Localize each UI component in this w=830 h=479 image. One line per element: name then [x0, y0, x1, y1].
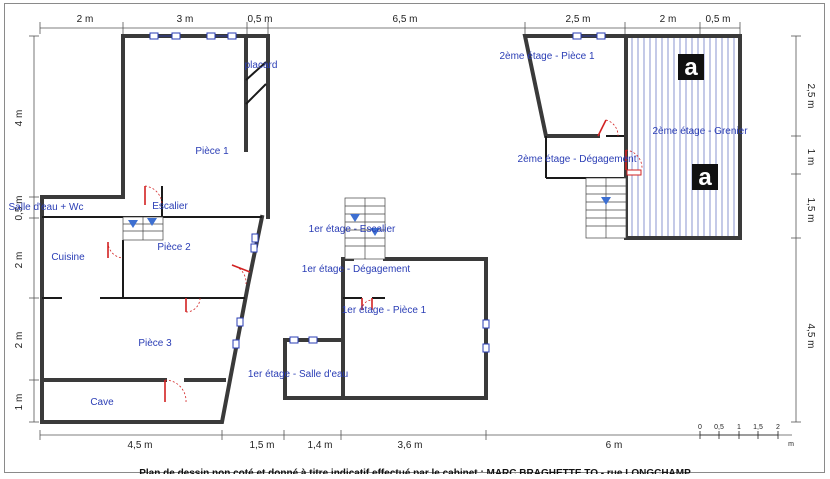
stair-arrow-icon: [147, 218, 157, 226]
bottom-dim-label: 1,4 m: [307, 440, 332, 451]
ground-floor-stairs: [122, 216, 164, 241]
window-icon: [206, 32, 216, 40]
room-label-cave: Cave: [90, 397, 114, 408]
room-label-sdb: Salle d'eau + Wc: [8, 202, 83, 213]
window-icon: [572, 32, 582, 40]
bottom-dim-label: 3,6 m: [397, 440, 422, 451]
stair-arrow-icon: [350, 214, 360, 222]
room-label-e2-piece1: 2ème étage - Pièce 1: [499, 51, 594, 62]
ground-floor-walls: [40, 34, 270, 424]
top-dim-label: 2 m: [77, 14, 94, 25]
scale-label: 1: [737, 424, 741, 431]
top-dim-label: 0,5 m: [247, 14, 272, 25]
window-icon: [232, 339, 240, 349]
left-dim-label: 2 m: [14, 332, 25, 349]
top-dim-label: 0,5 m: [705, 14, 730, 25]
first-floor-walls: [283, 197, 490, 400]
top-dimension-line: 2 m 3 m 0,5 m 6,5 m 2,5 m 2 m 0,5 m: [39, 14, 741, 34]
window-icon: [250, 243, 258, 253]
room-label-e2-grenier: 2ème étage - Grenier: [652, 126, 748, 137]
room-label-piece2: Pièce 2: [157, 242, 191, 253]
marker-letter: a: [684, 54, 698, 81]
bottom-dim-label: 6 m: [606, 440, 623, 451]
right-dim-label: 2,5 m: [805, 83, 816, 108]
left-dim-label: 0,5 m: [14, 195, 25, 220]
room-label-e1-piece1: 1er étage - Pièce 1: [342, 305, 427, 316]
room-label-e2-degagement: 2ème étage - Dégagement: [518, 154, 637, 165]
room-label-e1-degagement: 1er étage - Dégagement: [302, 264, 411, 275]
window-icon: [482, 343, 490, 353]
bottom-dim-label: 1,5 m: [249, 440, 274, 451]
room-label-piece1: Pièce 1: [195, 146, 229, 157]
window-icon: [289, 336, 299, 344]
scale-bar: 0 0,5 1 1,5 2 m: [698, 424, 794, 448]
window-icon: [236, 317, 244, 327]
left-dim-label: 4 m: [14, 110, 25, 127]
attic-marker-bottom: a: [692, 164, 718, 191]
ground-floor-windows: [149, 32, 259, 349]
window-icon: [171, 32, 181, 40]
left-dimension-line: 4 m 0,5 m 2 m 2 m 1 m: [14, 35, 39, 423]
window-icon: [227, 32, 237, 40]
scale-label: 1,5: [753, 424, 763, 431]
window-icon: [482, 319, 490, 329]
stair-arrow-icon: [370, 228, 380, 236]
window-icon: [149, 32, 159, 40]
right-dim-label: 4,5 m: [805, 323, 816, 348]
bottom-dimension-line: 4,5 m 1,5 m 1,4 m 3,6 m 6 m: [39, 430, 792, 451]
ground-floor-doors: [107, 185, 251, 403]
scale-label: 0: [698, 424, 702, 431]
top-dim-label: 3 m: [177, 14, 194, 25]
scale-label: 0,5: [714, 424, 724, 431]
room-label-e1-sdb: 1er étage - Salle d'eau: [248, 369, 348, 380]
right-dim-label: 1 m: [805, 149, 816, 166]
top-dim-label: 6,5 m: [392, 14, 417, 25]
scale-label: 2: [776, 424, 780, 431]
right-dim-label: 1,5 m: [805, 197, 816, 222]
plan-caption: Plan de dessin non coté et donné à titre…: [139, 468, 691, 474]
room-label-e1-escalier: 1er étage - Escalier: [309, 224, 396, 235]
room-label-piece3: Pièce 3: [138, 338, 172, 349]
left-dim-label: 2 m: [14, 252, 25, 269]
window-icon: [626, 169, 642, 176]
top-dim-label: 2 m: [660, 14, 677, 25]
marker-letter: a: [698, 164, 712, 191]
room-label-cuisine: Cuisine: [51, 252, 85, 263]
stair-arrow-icon: [601, 197, 611, 205]
bottom-dim-label: 4,5 m: [127, 440, 152, 451]
right-dimension-line: 2,5 m 1 m 1,5 m 4,5 m: [791, 35, 816, 423]
attic-marker-top: a: [678, 54, 704, 81]
scale-unit: m: [788, 441, 794, 448]
room-label-escalier: Escalier: [152, 201, 188, 212]
stair-arrow-icon: [128, 220, 138, 228]
window-icon: [308, 336, 318, 344]
window-icon: [251, 233, 259, 243]
left-dim-label: 1 m: [14, 394, 25, 411]
top-dim-label: 2,5 m: [565, 14, 590, 25]
room-label-placard: placard: [245, 60, 278, 71]
window-icon: [596, 32, 606, 40]
room-labels: placard Pièce 1 Salle d'eau + Wc Escalie…: [8, 51, 748, 408]
